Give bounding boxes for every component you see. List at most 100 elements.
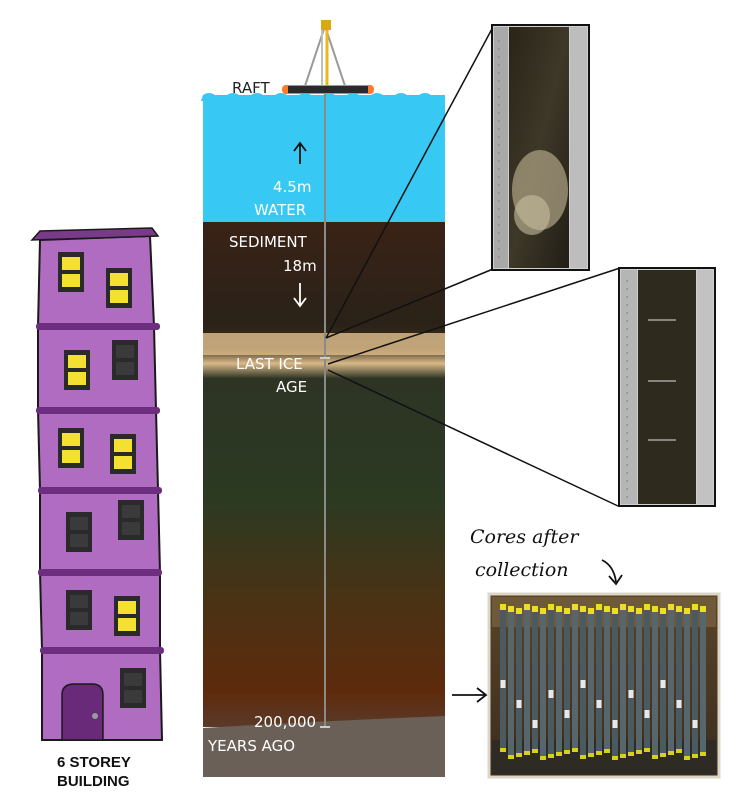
core-cap xyxy=(684,756,690,760)
door xyxy=(61,683,104,741)
core-tube xyxy=(548,604,554,758)
core-cap xyxy=(684,608,690,614)
cores-caption-line2: collection xyxy=(475,559,569,581)
core-cap xyxy=(548,754,554,758)
core-tag xyxy=(644,710,650,718)
floor-band xyxy=(38,569,162,576)
floor-band xyxy=(36,407,160,414)
water-label: WATER xyxy=(254,201,306,219)
core-cap xyxy=(588,753,594,757)
core-cap xyxy=(540,608,546,614)
core-tube xyxy=(612,608,618,760)
window-pane xyxy=(70,534,88,547)
core-tag xyxy=(628,690,634,698)
core-cap xyxy=(660,608,666,614)
core-tube xyxy=(652,606,658,759)
core-cap xyxy=(612,608,618,614)
window-pane xyxy=(70,517,88,530)
core-cap xyxy=(548,604,554,610)
building-label-line2: BUILDING xyxy=(57,773,130,790)
window-pane xyxy=(118,618,136,631)
core-cap xyxy=(580,606,586,612)
core-cap xyxy=(668,751,674,755)
core-photo-top xyxy=(491,24,590,271)
core-cap xyxy=(540,756,546,760)
core-cap xyxy=(676,606,682,612)
ice-age-label-line1: LAST ICE xyxy=(236,355,303,373)
building-label-line1: 6 STOREY xyxy=(57,754,131,771)
core-tube xyxy=(540,608,546,760)
window-pane xyxy=(114,439,132,452)
core-cap xyxy=(596,604,602,610)
core-cap xyxy=(580,755,586,759)
cores-photo xyxy=(487,592,721,779)
core-tag xyxy=(564,710,570,718)
core-photo-middle xyxy=(618,267,716,507)
core-tube xyxy=(628,606,634,756)
window-pane xyxy=(110,273,128,286)
core-cap xyxy=(516,753,522,757)
floor-band xyxy=(40,647,164,654)
core-cap xyxy=(628,606,634,612)
core-cap xyxy=(524,604,530,610)
callout-lines xyxy=(325,26,621,507)
sediment-column xyxy=(201,92,445,777)
window-pane xyxy=(116,362,134,375)
sediment-depth-label: 18m xyxy=(283,257,317,275)
window-pane xyxy=(62,257,80,270)
window-pane xyxy=(68,355,86,368)
core-cap xyxy=(524,751,530,755)
core-tube xyxy=(620,604,626,758)
core-cap xyxy=(572,748,578,752)
up-arrow-icon xyxy=(293,141,307,164)
core-cap xyxy=(516,608,522,614)
core-cap xyxy=(604,606,610,612)
years-unit-label: YEARS AGO xyxy=(207,737,295,755)
core-tube-group xyxy=(500,604,706,760)
window-pane xyxy=(68,372,86,385)
core-cap xyxy=(692,604,698,610)
core-cap xyxy=(500,748,506,752)
core-tag xyxy=(500,680,506,688)
window-pane xyxy=(62,433,80,446)
door-knob xyxy=(92,713,98,719)
right-arrow-icon xyxy=(452,687,488,703)
water-surface-waves xyxy=(201,93,443,101)
core-cap xyxy=(556,752,562,756)
window-pane xyxy=(122,505,140,518)
core-cap xyxy=(620,754,626,758)
core-cap xyxy=(508,606,514,612)
window-pane xyxy=(110,290,128,303)
building xyxy=(30,227,164,741)
window-pane xyxy=(62,274,80,287)
core-tube xyxy=(524,604,530,755)
curved-arrow-icon xyxy=(601,559,623,586)
core-tag xyxy=(596,700,602,708)
core-tag xyxy=(580,680,586,688)
core-cap xyxy=(508,755,514,759)
core-tag xyxy=(660,680,666,688)
core-tube xyxy=(500,604,506,752)
raft xyxy=(282,20,374,94)
core-cap xyxy=(532,749,538,753)
core-tube xyxy=(572,604,578,752)
core-tube xyxy=(676,606,682,753)
core-cap xyxy=(596,751,602,755)
core-tag xyxy=(692,720,698,728)
window-pane xyxy=(118,601,136,614)
core-tube xyxy=(668,604,674,755)
base-layer xyxy=(203,716,445,777)
core-cap xyxy=(700,606,706,612)
building-roof xyxy=(30,227,160,241)
core-cap xyxy=(564,608,570,614)
core-cap xyxy=(612,756,618,760)
window-pane xyxy=(122,522,140,535)
window-pane xyxy=(124,690,142,703)
core-cap xyxy=(532,606,538,612)
core-tube xyxy=(596,604,602,755)
core-cap xyxy=(588,608,594,614)
core-tag xyxy=(548,690,554,698)
core-tag xyxy=(516,700,522,708)
ice-age-label-line2: AGE xyxy=(276,378,307,396)
down-arrow-icon xyxy=(293,283,307,308)
